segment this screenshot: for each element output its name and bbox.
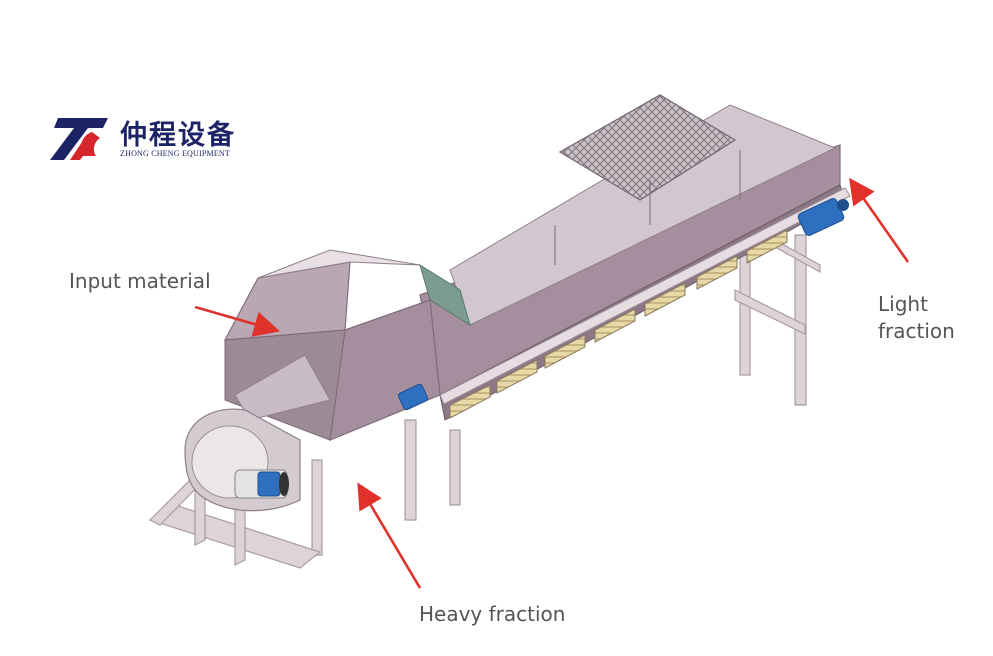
logo-name-en: ZHONG CHENG EQUIPMENT bbox=[120, 149, 230, 158]
drive-motor-middle bbox=[397, 383, 429, 411]
logo-z-shape bbox=[50, 118, 108, 160]
light-fraction-arrow bbox=[849, 177, 910, 263]
logo-name-cn: 仲程设备 bbox=[120, 120, 236, 151]
drive-motor-end bbox=[797, 198, 849, 236]
input-material-label: Input material bbox=[69, 269, 211, 293]
input-arrow bbox=[194, 305, 280, 337]
company-logo bbox=[50, 118, 108, 160]
heavy-fraction-arrow bbox=[357, 482, 422, 589]
light-fraction-label-line2: fraction bbox=[878, 319, 955, 343]
heavy-fraction-label: Heavy fraction bbox=[419, 602, 566, 626]
feed-hopper bbox=[223, 249, 471, 441]
slat-openings bbox=[449, 229, 788, 419]
fan-motor bbox=[234, 469, 289, 499]
light-fraction-label-line1: Light bbox=[878, 292, 928, 316]
mesh-screen bbox=[558, 94, 737, 201]
classifier-trough bbox=[419, 94, 851, 421]
support-frame bbox=[148, 234, 821, 569]
